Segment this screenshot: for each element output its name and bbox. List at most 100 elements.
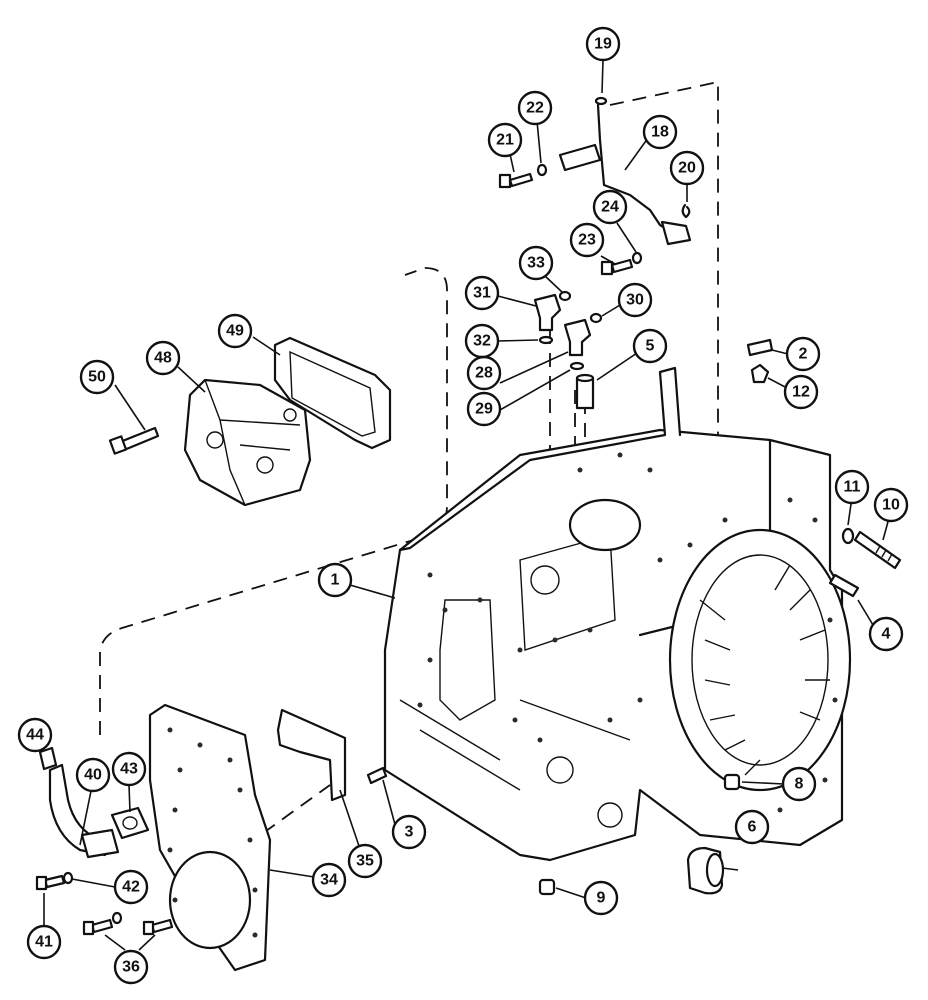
callout-8-label: 8 [795,776,804,793]
callout-6: 6 [734,809,770,845]
callout-20: 20 [669,150,705,186]
housing-bolt-holes [417,452,838,813]
bolt-36b-head [142,920,155,936]
callout-9: 9 [583,880,619,916]
callout-31: 31 [464,275,500,311]
callout-44-label: 44 [26,727,44,744]
housing-top-rim [398,366,682,552]
callout-3-label: 3 [405,824,414,841]
bolt-21-head [498,173,512,189]
callout-29-label: 29 [475,401,493,418]
callout-18-label: 18 [651,124,669,141]
callout-44: 44 [17,717,53,753]
bracket-35 [276,708,347,802]
callout-28: 28 [466,355,502,391]
callout-21: 21 [487,122,523,158]
callout-18: 18 [642,114,678,150]
callout-4-label: 4 [882,626,891,643]
callout-2: 2 [785,336,821,372]
callout-23-label: 23 [578,232,596,249]
clip-20 [681,203,691,219]
callout-30-label: 30 [626,292,644,309]
callout-22-label: 22 [526,100,544,117]
callout-48: 48 [145,340,181,376]
callout-42-label: 42 [122,879,140,896]
callout-35-label: 35 [356,853,374,870]
gasket-43-hole [122,816,138,830]
fitting-28 [563,318,592,357]
callout-50: 50 [79,359,115,395]
bolt-36a [90,918,114,934]
dowel-3 [366,766,388,785]
pin-4 [828,573,860,598]
housing-boss-3 [597,802,623,828]
pin-5-top [575,373,595,383]
housing-boss-1 [530,565,560,595]
callout-3: 3 [391,814,427,850]
callout-21-label: 21 [496,132,514,149]
oil-tube [596,103,677,237]
callout-42: 42 [113,869,149,905]
washer-36 [111,911,123,925]
callout-19-label: 19 [594,36,612,53]
callout-24: 24 [592,189,628,225]
callout-33: 33 [518,245,554,281]
callout-34-label: 34 [320,872,338,889]
o-ring-19 [594,96,608,106]
pump-block-detail [204,379,301,506]
callout-8: 8 [781,766,817,802]
housing-lower-ribs [399,699,631,791]
callout-50-label: 50 [88,369,106,386]
callout-12-label: 12 [792,384,810,401]
callout-48-label: 48 [154,350,172,367]
callout-23: 23 [569,222,605,258]
callout-9-label: 9 [597,890,606,907]
washer-22 [536,163,548,177]
callout-19: 19 [585,26,621,62]
pump-block-hole-1 [206,431,224,449]
o-ring-29 [569,361,585,371]
callout-22: 22 [517,90,553,126]
pump-block-hole-3 [283,408,297,422]
callout-49: 49 [217,313,253,349]
plug-8 [723,773,741,791]
washer-24 [631,251,643,265]
pin-2 [746,338,774,357]
callout-6-label: 6 [748,819,757,836]
callout-10: 10 [873,487,909,523]
gasket-inner [289,350,376,437]
callout-29: 29 [466,391,502,427]
callout-34: 34 [311,862,347,898]
callout-31-label: 31 [473,285,491,302]
pump-block-hole-2 [256,456,274,474]
o-ring-11 [841,527,855,545]
callout-10-label: 10 [882,497,900,514]
bolt-23-head [600,260,614,276]
cover-dash-outline [99,267,448,735]
callout-41-label: 41 [35,934,53,951]
callout-43-label: 43 [120,761,138,778]
callout-36: 36 [113,949,149,985]
bolt-50-head [108,435,128,455]
callout-2-label: 2 [799,346,808,363]
callout-36-label: 36 [122,959,140,976]
housing-boss-2 [546,756,574,784]
nut-12 [750,363,770,384]
housing-inner-wall [439,599,496,721]
callout-28-label: 28 [475,365,493,382]
callout-35: 35 [347,843,383,879]
callout-43: 43 [111,751,147,787]
bolt-41-head [35,875,48,891]
callout-24-label: 24 [601,199,619,216]
callout-11-label: 11 [844,479,861,496]
bolt-21 [508,172,534,188]
callout-5-label: 5 [646,338,655,355]
housing-bell-opening [668,528,852,792]
callout-40: 40 [75,757,111,793]
plug-9 [538,878,556,896]
gasket-43 [110,806,150,840]
housing-bell-inner [691,554,829,766]
housing-round-opening [568,498,642,552]
